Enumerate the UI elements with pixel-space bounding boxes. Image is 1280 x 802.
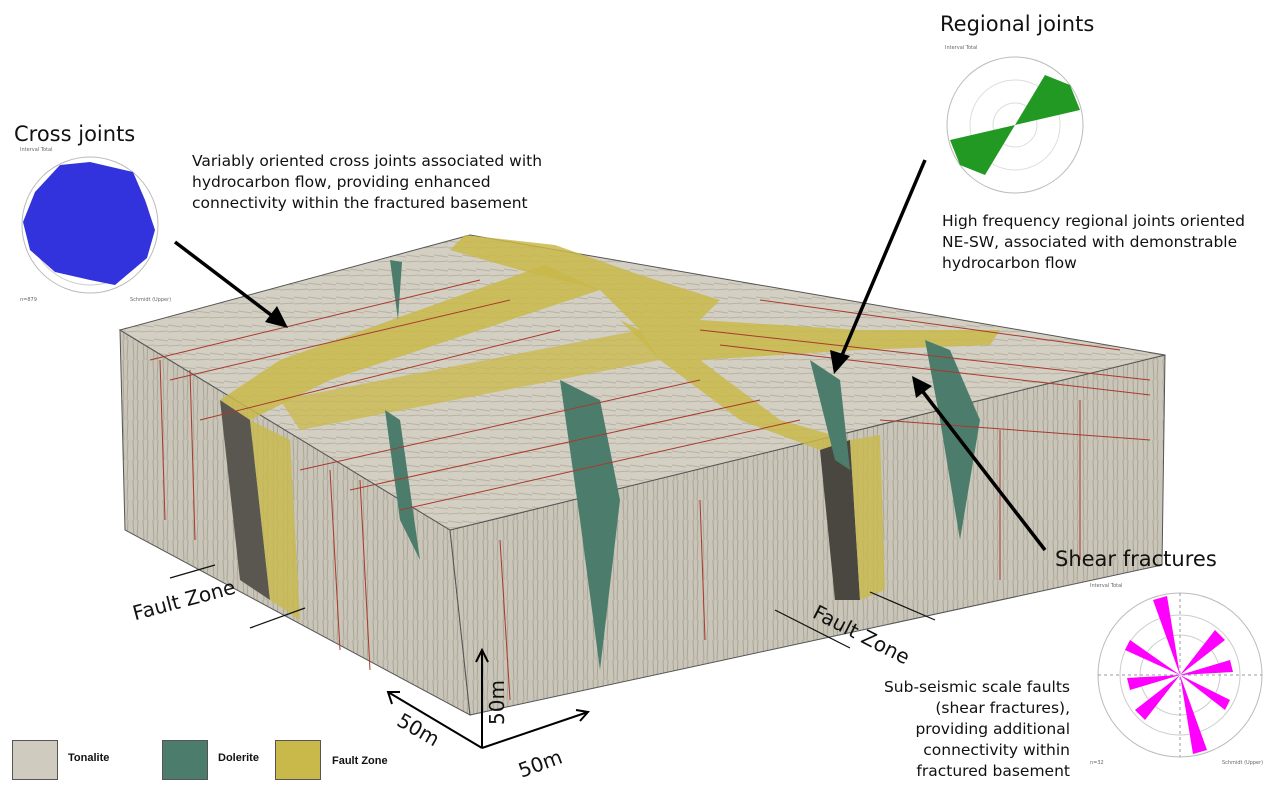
scale-arrows [386, 647, 590, 749]
cross-joints-description: Variably oriented cross joints associate… [192, 152, 543, 212]
shear-fractures-count: n=32 [1090, 760, 1104, 766]
dolerite-dyke [810, 360, 850, 470]
fault-zone-band [280, 330, 660, 430]
legend-label-tonalite: Tonalite [68, 752, 110, 764]
cross-joints-projection: Schmidt (Upper) [130, 297, 172, 303]
scale-vertical-label: 50m [485, 680, 509, 725]
regional-joints-title: Regional joints [940, 12, 1095, 36]
fault-zone-side [850, 435, 885, 600]
cross-joints-rose-diagram [21, 156, 159, 294]
regional-joints-description: High frequency regional joints oriented … [942, 212, 1245, 272]
dolerite-dyke [560, 380, 620, 670]
shear-fractures-description: Sub-seismic scale faults (shear fracture… [883, 678, 1070, 780]
fault-wall [220, 400, 270, 600]
fault-zone-band [450, 235, 720, 320]
cross-joints-stereonet-header: Interval Total [20, 147, 53, 153]
dolerite-dyke [925, 340, 980, 540]
cross-joints-count: n=879 [20, 297, 37, 303]
legend-swatch-fault-zone [275, 740, 321, 780]
legend-label-fault-zone: Fault Zone [332, 755, 388, 767]
shear-fractures-projection: Schmidt (Upper) [1222, 760, 1264, 766]
fault-zone-band [620, 320, 850, 450]
legend-swatch-tonalite [12, 740, 58, 780]
pointer-arrows [173, 159, 1047, 552]
block-top-face [118, 234, 1166, 531]
shear-fractures-title: Shear fractures [1055, 547, 1217, 571]
fault-zone-band [220, 265, 600, 420]
legend-swatch-dolerite [162, 740, 208, 780]
shear-fractures-stereonet-header: Interval Total [1090, 583, 1123, 589]
legend-label-dolerite: Dolerite [218, 752, 259, 764]
dolerite-dyke [390, 260, 402, 320]
dolerite-dyke [385, 410, 420, 560]
fault-zone-side [250, 420, 300, 620]
shear-fractures-rose-diagram [1097, 592, 1263, 758]
fracture-lines [149, 279, 1151, 701]
regional-joints-stereonet-header: Interval Total [945, 45, 978, 51]
fault-zone-band [600, 290, 1000, 360]
regional-joints-rose-diagram [946, 56, 1084, 194]
fault-wall [820, 440, 860, 600]
cross-joints-title: Cross joints [14, 122, 136, 146]
